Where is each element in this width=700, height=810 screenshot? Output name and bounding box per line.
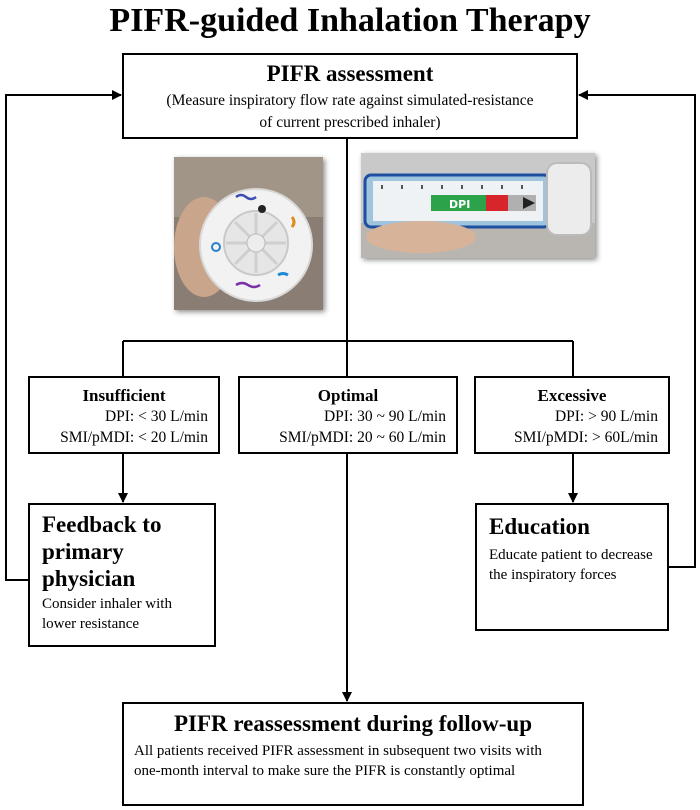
feedback-title-line2: primary — [42, 539, 124, 564]
diagram-title: PIFR-guided Inhalation Therapy — [109, 2, 591, 39]
insufficient-title: Insufficient — [82, 386, 166, 405]
optimal-title: Optimal — [317, 386, 379, 405]
reassessment-description: All patients received PIFR assessment in… — [134, 743, 542, 779]
insufficient-smi: SMI/pMDI: < 20 L/min — [60, 429, 208, 446]
assessment-desc-line1: (Measure inspiratory flow rate against s… — [166, 92, 534, 109]
feedback-title: Feedback to primary physician — [42, 511, 202, 592]
education-box: Education Educate patient to decrease th… — [475, 503, 669, 631]
inhaler-resistance-dial-photo — [174, 157, 323, 310]
optimal-dpi: DPI: 30 ~ 90 L/min — [323, 408, 446, 425]
optimal-box: Optimal DPI: 30 ~ 90 L/min SMI/pMDI: 20 … — [238, 376, 458, 454]
excessive-smi: SMI/pMDI: > 60L/min — [514, 429, 658, 446]
reassessment-box: PIFR reassessment during follow-up All p… — [122, 702, 584, 806]
pifr-assessment-box: PIFR assessment (Measure inspiratory flo… — [122, 53, 578, 139]
feedback-description: Consider inhaler with lower resistance — [42, 596, 172, 632]
excessive-dpi: DPI: > 90 L/min — [554, 408, 658, 425]
flow-meter-dpi-label: DPI — [449, 198, 470, 211]
assessment-desc-line2: of current prescribed inhaler) — [259, 114, 441, 131]
feedback-title-line1: Feedback to — [42, 512, 162, 537]
reassessment-title: PIFR reassessment during follow-up — [173, 711, 532, 736]
assessment-title: PIFR assessment — [266, 61, 434, 86]
arrow-education-loop — [578, 90, 696, 568]
excessive-box: Excessive DPI: > 90 L/min SMI/pMDI: > 60… — [474, 376, 670, 454]
arrow-feedback-loop — [5, 90, 122, 581]
assessment-description: (Measure inspiratory flow rate against s… — [124, 90, 576, 134]
inhaler-flow-meter-photo: DPI — [361, 153, 595, 258]
education-title: Education — [489, 514, 590, 539]
resistance-dial-image — [174, 157, 323, 310]
feedback-box: Feedback to primary physician Consider i… — [28, 503, 216, 647]
excessive-title: Excessive — [537, 386, 607, 405]
optimal-smi: SMI/pMDI: 20 ~ 60 L/min — [279, 429, 446, 446]
feedback-title-line3: physician — [42, 566, 136, 591]
flow-meter-image: DPI — [361, 153, 595, 258]
insufficient-dpi: DPI: < 30 L/min — [104, 408, 208, 425]
insufficient-box: Insufficient DPI: < 30 L/min SMI/pMDI: <… — [28, 376, 220, 454]
education-description: Educate patient to decrease the inspirat… — [489, 547, 653, 583]
